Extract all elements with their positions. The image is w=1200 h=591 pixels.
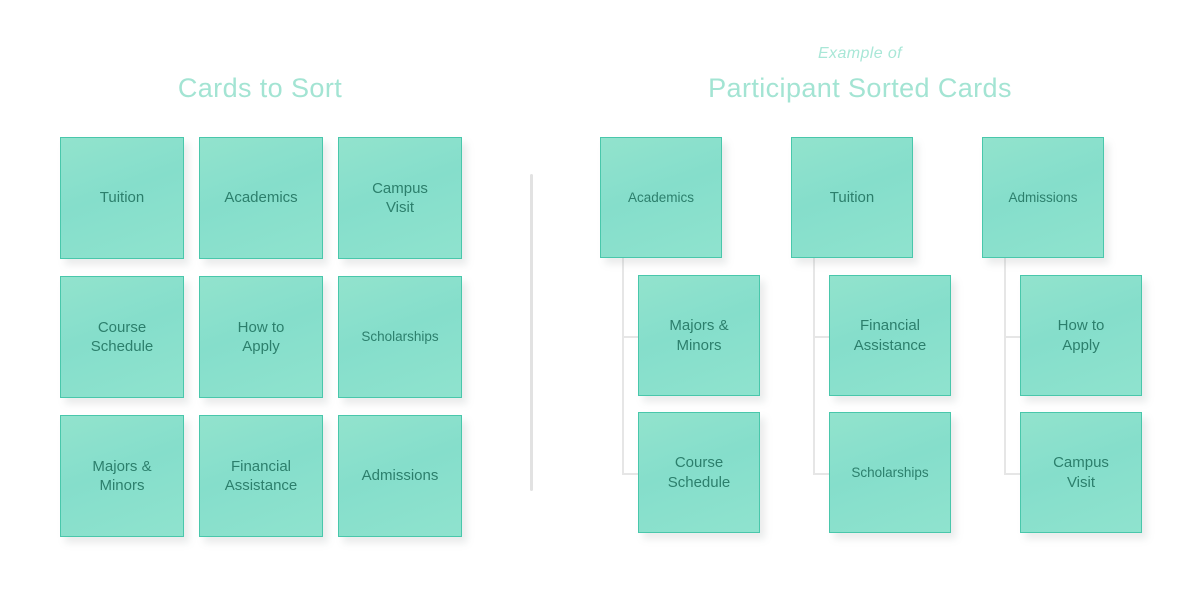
card-label: Majors & Minors	[669, 317, 729, 354]
sort-card[interactable]: Campus Visit	[338, 137, 462, 259]
connector-trunk	[813, 258, 815, 474]
sorted-child-card[interactable]: Financial Assistance	[829, 275, 951, 396]
sorted-child-card[interactable]: Majors & Minors	[638, 275, 760, 396]
sort-card[interactable]: Course Schedule	[60, 276, 184, 398]
card-label: How to Apply	[237, 318, 285, 355]
sort-card[interactable]: How to Apply	[199, 276, 323, 398]
connector-branch	[813, 335, 829, 338]
card-label: Financial Assistance	[224, 457, 298, 494]
card-label: Scholarships	[361, 329, 439, 345]
sorted-child-card[interactable]: Scholarships	[829, 412, 951, 533]
card-label: How to Apply	[1057, 317, 1105, 354]
connector-trunk	[1004, 258, 1006, 474]
sort-card[interactable]: Academics	[199, 137, 323, 259]
sorted-child-card[interactable]: Course Schedule	[638, 412, 760, 533]
card-label: Scholarships	[851, 464, 929, 480]
sorted-child-card[interactable]: Campus Visit	[1020, 412, 1142, 533]
sort-card[interactable]: Scholarships	[338, 276, 462, 398]
card-label: Academics	[224, 189, 298, 207]
card-label: Financial Assistance	[853, 317, 927, 354]
participant-sorted-cards-heading: Participant Sorted Cards	[708, 73, 1012, 103]
card-label: Admissions	[361, 467, 439, 485]
connector-branch	[622, 472, 638, 475]
connector-trunk	[622, 258, 624, 474]
connector-branch	[1004, 472, 1020, 475]
sort-card[interactable]: Financial Assistance	[199, 415, 323, 537]
card-label: Majors & Minors	[92, 457, 152, 494]
connector-branch	[813, 472, 829, 475]
panel-divider	[530, 174, 533, 491]
card-label: Campus Visit	[372, 179, 428, 216]
sort-card[interactable]: Majors & Minors	[60, 415, 184, 537]
sorted-parent-card[interactable]: Admissions	[982, 137, 1104, 258]
connector-branch	[1004, 335, 1020, 338]
sorted-parent-card[interactable]: Academics	[600, 137, 722, 258]
connector-branch	[622, 335, 638, 338]
cards-to-sort-heading: Cards to Sort	[177, 73, 343, 103]
card-label: Academics	[627, 189, 695, 205]
sorted-parent-card[interactable]: Tuition	[791, 137, 913, 258]
card-label: Tuition	[829, 188, 875, 206]
card-label: Campus Visit	[1053, 454, 1109, 491]
sort-card[interactable]: Admissions	[338, 415, 462, 537]
card-label: Admissions	[1008, 189, 1078, 205]
sorted-child-card[interactable]: How to Apply	[1020, 275, 1142, 396]
card-label: Course Schedule	[667, 454, 731, 491]
participant-sorted-eyebrow: Example of	[817, 45, 903, 62]
sort-card[interactable]: Tuition	[60, 137, 184, 259]
card-label: Tuition	[99, 189, 145, 207]
card-label: Course Schedule	[90, 318, 154, 355]
